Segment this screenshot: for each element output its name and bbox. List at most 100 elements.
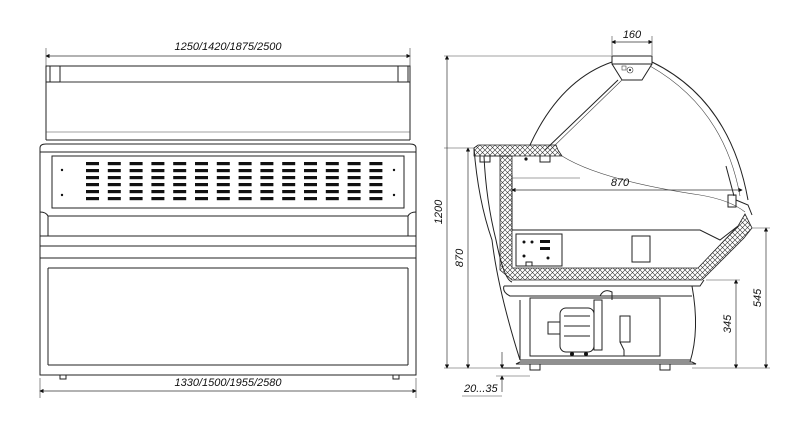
grille-slot xyxy=(216,162,230,166)
grille-slot xyxy=(260,162,274,166)
grille-slot xyxy=(282,169,296,173)
grille-slot xyxy=(216,197,230,201)
grille-slot xyxy=(86,190,99,194)
grille-slot xyxy=(260,169,274,173)
grille-slot xyxy=(325,162,339,166)
grille-slot xyxy=(260,197,274,201)
grille-slot xyxy=(238,183,252,187)
grille-slot xyxy=(325,169,339,173)
grille-slot xyxy=(282,190,296,194)
grille-slot xyxy=(86,183,99,187)
height-dimensions-left: 1200 870 xyxy=(433,55,612,369)
grille-slot xyxy=(173,176,187,180)
height-545-label: 545 xyxy=(752,288,764,307)
grille-slot xyxy=(325,176,339,180)
front-top-width-label: 1250/1420/1875/2500 xyxy=(174,41,282,53)
grille-slot xyxy=(347,190,361,194)
top-width-dimension: 160 xyxy=(611,29,653,55)
machine-compartment xyxy=(503,279,705,363)
grille-slot xyxy=(216,190,230,194)
grille-slot xyxy=(347,183,361,187)
grille-slot xyxy=(216,183,230,187)
side-view: 160 xyxy=(433,29,770,397)
grille-slot xyxy=(129,162,143,166)
grille-slot xyxy=(282,176,296,180)
counter-height-label: 870 xyxy=(454,248,466,267)
grille-slot xyxy=(347,197,361,201)
top-counter xyxy=(473,144,563,157)
grille-slot xyxy=(369,169,383,173)
grille-slot xyxy=(369,176,383,180)
grille-slot xyxy=(369,190,383,194)
grille-slot xyxy=(173,190,187,194)
grille-slot xyxy=(195,176,208,180)
grille-slot xyxy=(173,183,187,187)
height-345-label: 345 xyxy=(722,314,734,333)
grille-slot xyxy=(260,176,274,180)
grille-slot xyxy=(304,176,317,180)
grille-slot xyxy=(282,183,296,187)
grille-slot xyxy=(260,183,274,187)
grille-slot xyxy=(129,183,143,187)
grille-slot xyxy=(129,190,143,194)
grille-slot xyxy=(107,176,121,180)
grille-slot xyxy=(216,169,230,173)
foot-range-dimension: 20...35 xyxy=(462,352,530,397)
top-width-label: 160 xyxy=(623,29,642,41)
front-canopy xyxy=(45,65,411,141)
depth-dimension: 870 xyxy=(511,177,743,193)
base-feet xyxy=(502,361,697,371)
grille-slot xyxy=(151,169,165,173)
grille-slot xyxy=(369,197,383,201)
control-box xyxy=(515,233,651,267)
grille-slot xyxy=(238,176,252,180)
grille-slot xyxy=(151,190,165,194)
grille-slot xyxy=(347,176,361,180)
grille-slot xyxy=(304,190,317,194)
grille-slot xyxy=(86,197,99,201)
front-view: 1250/1420/1875/2500 xyxy=(39,41,417,398)
grille-slot xyxy=(282,197,296,201)
depth-label: 870 xyxy=(611,177,630,189)
front-bottom-width-label: 1330/1500/1955/2580 xyxy=(174,377,282,389)
grille-slot xyxy=(238,162,252,166)
grille-slot xyxy=(173,162,187,166)
grille-slot xyxy=(347,169,361,173)
grille-slot xyxy=(304,183,317,187)
grille-slot xyxy=(107,190,121,194)
total-height-label: 1200 xyxy=(433,199,445,224)
grille-slot xyxy=(86,162,99,166)
light-bracket xyxy=(611,55,653,81)
grille-slot xyxy=(107,197,121,201)
grille-slot xyxy=(260,190,274,194)
grille-slot xyxy=(129,169,143,173)
grille-slot xyxy=(107,183,121,187)
grille-slot xyxy=(195,162,208,166)
grille-slot xyxy=(195,183,208,187)
front-body xyxy=(39,143,417,380)
grille-slot xyxy=(238,197,252,201)
height-dimensions-right: 545 345 xyxy=(692,227,770,369)
grille-slot xyxy=(129,197,143,201)
grille-slot xyxy=(195,197,208,201)
grille-slot xyxy=(151,162,165,166)
grille-slot xyxy=(86,176,99,180)
grille-slot xyxy=(107,162,121,166)
grille-slot xyxy=(151,176,165,180)
grille-slot xyxy=(216,176,230,180)
grille-slot xyxy=(129,176,143,180)
grille-slot xyxy=(107,169,121,173)
grille-slot xyxy=(282,162,296,166)
grille-slot xyxy=(325,183,339,187)
grille-slot xyxy=(173,197,187,201)
grille-slot xyxy=(369,162,383,166)
grille-slot xyxy=(238,190,252,194)
grille-slot xyxy=(347,162,361,166)
grille-slot xyxy=(304,162,317,166)
grille-slot xyxy=(325,197,339,201)
grille-slot xyxy=(369,183,383,187)
foot-range-label: 20...35 xyxy=(463,383,499,395)
curved-glass xyxy=(529,61,749,201)
grille-slot xyxy=(173,169,187,173)
